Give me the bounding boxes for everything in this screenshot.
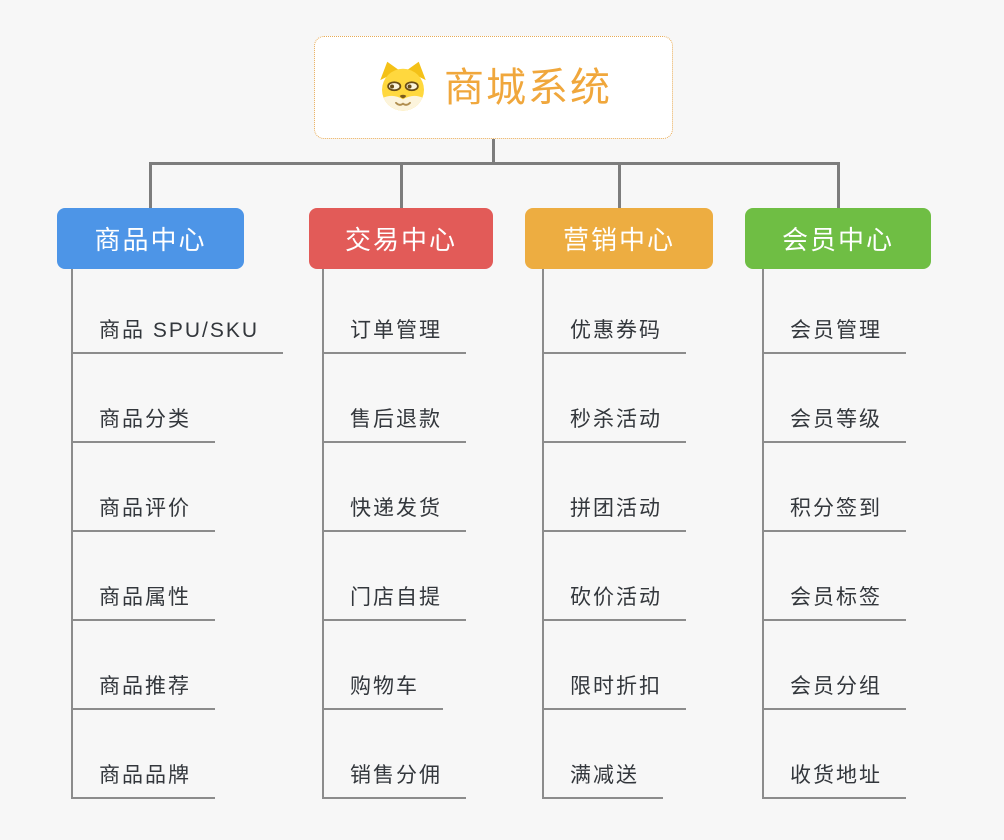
subtopic-node[interactable]: 会员等级 [762,407,906,443]
connector-branch-drop [400,162,403,208]
subtopic-node[interactable]: 秒杀活动 [542,407,686,443]
subtopic-node[interactable]: 拼团活动 [542,496,686,532]
subtopic-node[interactable]: 会员分组 [762,674,906,710]
branch-spine [762,269,764,799]
branch-node-member-center[interactable]: 会员中心 [745,208,931,269]
branch-node-product-center[interactable]: 商品中心 [57,208,244,269]
subtopic-node[interactable]: 限时折扣 [542,674,686,710]
subtopic-node[interactable]: 商品属性 [71,585,215,621]
subtopic-node[interactable]: 商品评价 [71,496,215,532]
shiba-dog-icon [380,61,426,111]
subtopic-node[interactable]: 商品分类 [71,407,215,443]
subtopic-node[interactable]: 会员标签 [762,585,906,621]
subtopic-node[interactable]: 砍价活动 [542,585,686,621]
subtopic-node[interactable]: 门店自提 [322,585,466,621]
subtopic-node[interactable]: 商品 SPU/SKU [71,318,284,354]
branch-spine [71,269,73,799]
connector-branch-drop [618,162,621,208]
connector-bus [149,162,840,165]
subtopic-node[interactable]: 商品推荐 [71,674,215,710]
branch-spine [322,269,324,799]
branch-node-trade-center[interactable]: 交易中心 [309,208,493,269]
root-title: 商城系统 [444,65,612,110]
subtopic-node[interactable]: 满减送 [542,763,663,799]
connector-branch-drop [149,162,152,208]
connector-branch-drop [837,162,840,208]
subtopic-node[interactable]: 收货地址 [762,763,906,799]
subtopic-node[interactable]: 售后退款 [322,407,466,443]
subtopic-node[interactable]: 积分签到 [762,496,906,532]
subtopic-node[interactable]: 快递发货 [322,496,466,532]
subtopic-node[interactable]: 销售分佣 [322,763,466,799]
branch-node-marketing-center[interactable]: 营销中心 [525,208,713,269]
subtopic-node[interactable]: 购物车 [322,674,443,710]
subtopic-node[interactable]: 订单管理 [322,318,466,354]
subtopic-node[interactable]: 优惠券码 [542,318,686,354]
root-node[interactable]: 商城系统 [314,36,673,139]
branch-spine [542,269,544,799]
connector-root-drop [492,139,495,165]
subtopic-node[interactable]: 商品品牌 [71,763,215,799]
subtopic-node[interactable]: 会员管理 [762,318,906,354]
